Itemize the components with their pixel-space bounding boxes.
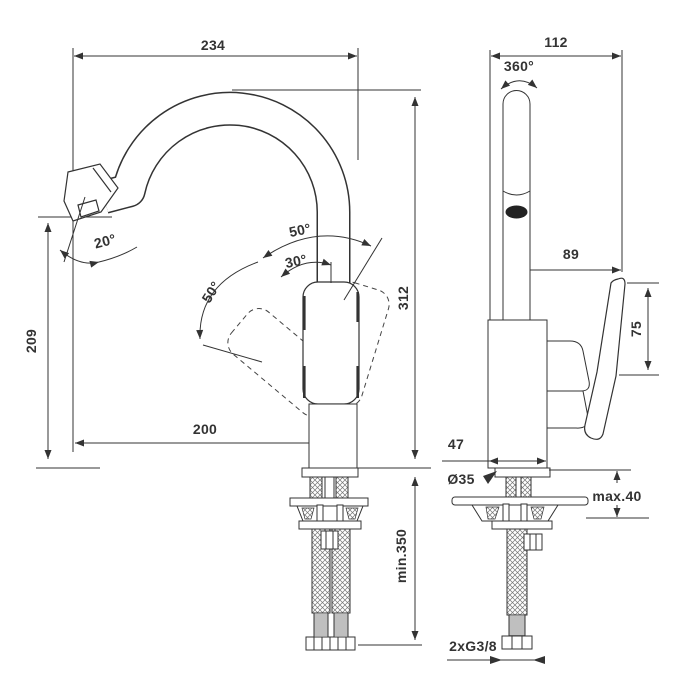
supply-hoses-front <box>305 528 356 651</box>
dim-handle-height-label: 75 <box>628 320 644 338</box>
base-flange-side <box>494 467 551 478</box>
dim-max-deck-label: max.40 <box>592 488 642 504</box>
dim-base-diameter-label: Ø35 <box>447 471 475 487</box>
spout-side <box>502 90 531 321</box>
body-step-lower <box>546 390 589 429</box>
dim-base-depth-label: 47 <box>447 436 465 452</box>
dim-top-width-label: 234 <box>200 37 226 53</box>
handle-front <box>302 281 360 405</box>
deck-plate <box>451 496 589 506</box>
base-flange-front <box>301 467 359 478</box>
swivel-arrow-icon <box>500 79 538 90</box>
spout-tip <box>63 163 119 222</box>
dim-body-depth-label: 112 <box>544 34 568 50</box>
shank-side <box>505 476 532 498</box>
cartridge-housing <box>546 340 590 392</box>
shank-front <box>309 476 349 499</box>
dim-spout-reach-label: 200 <box>192 421 218 437</box>
spout-front <box>99 91 351 286</box>
body-front <box>308 403 358 469</box>
front-view-drawing <box>63 91 369 651</box>
dim-outlet-height-label: 209 <box>23 328 39 354</box>
mounting-clamp-front <box>289 497 369 530</box>
lever-side <box>584 277 626 440</box>
body-side <box>487 319 548 469</box>
mounting-clamp-side <box>471 503 559 530</box>
dim-overall-height-label: 312 <box>395 285 411 311</box>
dim-swivel-label: 360° <box>503 58 535 74</box>
thread-dim-arrow-right-icon <box>533 656 545 664</box>
side-view-drawing <box>442 50 659 664</box>
dim-min-hose-label: min.350 <box>393 528 409 584</box>
dim-handle-projection-label: 89 <box>562 246 580 262</box>
diameter-leader-arrow-icon <box>483 471 497 484</box>
angle-annotations-front <box>59 196 383 363</box>
supply-hose-side <box>501 528 543 650</box>
dim-connection-label: 2xG3/8 <box>449 638 497 654</box>
spout-outlet <box>505 205 528 219</box>
thread-dim-arrow-left-icon <box>490 656 502 664</box>
spout-collar <box>502 190 531 196</box>
dimension-lines-front <box>36 48 431 646</box>
